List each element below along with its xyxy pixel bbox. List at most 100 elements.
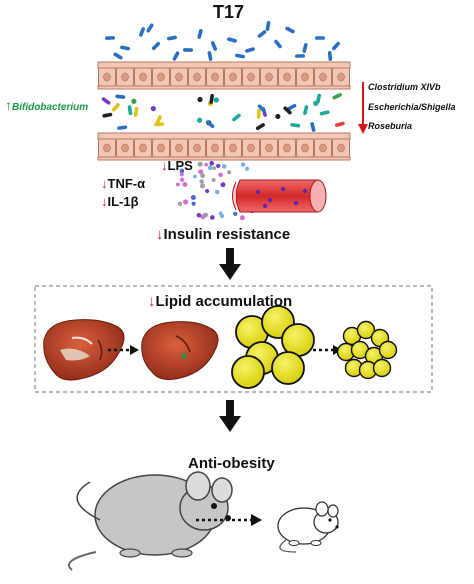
bacterium	[113, 52, 123, 60]
lps-dot	[218, 211, 223, 216]
bacterium	[257, 30, 267, 38]
lps-dot	[198, 169, 204, 175]
bacterium	[232, 113, 241, 122]
il-text: IL-1β	[107, 194, 139, 209]
decrease-arrow-right	[358, 82, 368, 134]
diagram-title: T17	[213, 2, 245, 22]
bacterium	[167, 35, 177, 41]
flow-arrow-1	[219, 248, 241, 280]
bacterium	[332, 93, 342, 100]
healthy-liver	[141, 321, 219, 380]
bacterium	[115, 94, 126, 99]
lps-label: ↓LPS	[161, 158, 193, 173]
bacterium	[209, 93, 214, 104]
lps-dot	[211, 177, 216, 182]
bacterium	[255, 123, 265, 131]
bacterium	[133, 106, 139, 117]
anti-obesity-label: Anti-obesity	[188, 455, 275, 472]
lumen-bacteria	[105, 21, 340, 61]
cell-nucleus	[301, 72, 309, 82]
bacterium	[146, 23, 154, 33]
mouse-transition-arrow	[196, 514, 262, 526]
lps-dot	[227, 170, 232, 175]
basal-layer	[97, 85, 351, 90]
lps-dot	[239, 215, 245, 221]
bacterium	[139, 27, 145, 37]
cell-nucleus	[301, 143, 309, 153]
cell-nucleus	[319, 143, 327, 153]
cell-nucleus	[229, 143, 237, 153]
obese-mouse	[68, 471, 233, 571]
cell-nucleus	[193, 72, 201, 82]
mucus-bacteria	[101, 93, 345, 132]
decrease-arrow-icon: ↓	[101, 194, 108, 209]
bacterium	[245, 47, 255, 53]
lps-dot	[233, 211, 238, 217]
cell-nucleus	[139, 72, 147, 82]
bacterium	[205, 120, 215, 129]
lps-dot	[204, 162, 209, 167]
bacterium	[101, 97, 111, 105]
decrease-arrow-icon: ↓	[148, 293, 156, 310]
lps-dot	[199, 179, 204, 184]
lps-dot	[212, 166, 217, 170]
epithelium-bottom	[97, 132, 351, 161]
lps-dot	[177, 201, 183, 206]
lps-dot	[207, 165, 213, 171]
adipocyte	[271, 351, 305, 385]
lipid-box	[34, 285, 433, 393]
lipid-text: Lipid accumulation	[155, 293, 293, 310]
bacterium	[172, 51, 180, 61]
taxon-label-3: Roseburia	[368, 121, 413, 131]
bacterium	[207, 51, 213, 61]
bacterium	[150, 105, 156, 112]
cell-nucleus	[121, 143, 129, 153]
cell-nucleus	[139, 143, 147, 153]
decrease-arrow-icon: ↓	[101, 176, 108, 191]
decrease-arrow-icon: ↓	[161, 158, 168, 173]
liver-transition-arrow	[108, 345, 139, 355]
cell-nucleus	[211, 72, 219, 82]
bifidobacterium-label: ↑Bifidobacterium	[5, 97, 88, 113]
bacterium	[327, 51, 333, 61]
bacterium	[295, 54, 305, 58]
cell-nucleus	[211, 143, 219, 153]
adipocyte	[378, 340, 398, 360]
adipocyte	[231, 355, 265, 389]
bacterium	[283, 106, 292, 115]
bacterium	[235, 53, 245, 59]
bacterium	[117, 125, 128, 130]
lps-particles	[175, 160, 254, 221]
bacterium	[256, 108, 261, 119]
insulin-text: Insulin resistance	[163, 226, 291, 243]
lps-dot	[179, 172, 184, 177]
cell-nucleus	[283, 72, 291, 82]
brush-border	[97, 132, 351, 140]
lps-dot	[200, 214, 206, 220]
bacterium	[257, 104, 266, 113]
bacterium	[316, 93, 321, 104]
cell-nucleus	[265, 143, 273, 153]
bacterium	[183, 48, 193, 52]
bacterium	[332, 41, 340, 51]
brush-border	[97, 61, 351, 69]
lps-dot	[192, 174, 197, 179]
lps-dot	[205, 188, 210, 194]
lps-dot	[214, 189, 220, 195]
cell-nucleus	[103, 143, 111, 153]
cell-nucleus	[337, 72, 345, 82]
lps-dot	[179, 168, 185, 173]
cell-nucleus	[337, 143, 345, 153]
cell-nucleus	[175, 72, 183, 82]
cell-nucleus	[229, 72, 237, 82]
bacterium	[155, 115, 162, 125]
blood-vessel	[232, 179, 327, 213]
lps-dot	[175, 182, 180, 187]
il-label: ↓IL-1β	[101, 194, 139, 209]
bacterium	[275, 113, 281, 120]
cell-nucleus	[121, 72, 129, 82]
lps-dot	[244, 166, 250, 171]
lps-dot	[196, 212, 202, 218]
